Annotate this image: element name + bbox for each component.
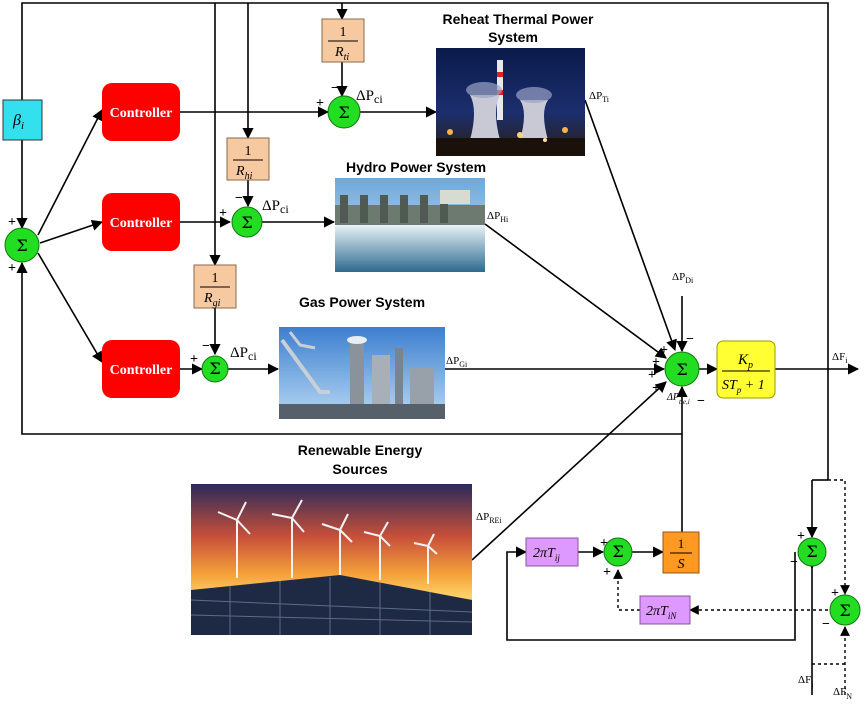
label-dpgi: ΔPGi [446,355,468,369]
controller-thermal-label: Controller [110,106,173,121]
beta-box [2,99,43,141]
signal-wires [16,2,860,695]
controller-thermal-box [102,83,180,141]
tie-gain-in-box [639,595,691,625]
droop-rhi-box [226,137,270,181]
gas-plant-image [279,327,445,419]
droop-rhi-den: Rhi [235,164,253,182]
label-dfi: ΔFi [832,351,848,365]
label-dfj: ΔFj [798,674,813,689]
sign-left-top: + [8,215,16,230]
label-dpci-hydro: ΔPci [262,198,289,216]
sum-gas: Σ [201,355,229,383]
sign-freq-n-plus: + [831,586,839,601]
sign-tie-plus1: + [600,536,608,551]
label-dptie: ΔPtie,i [666,392,690,406]
integrator-block: 1 S [662,531,700,574]
label-dpti: ΔPTi [589,90,610,104]
sum-left-symbol: Σ [16,236,27,255]
droop-rgi-den: Rgi [203,291,221,309]
power-system-transfer-block: Kp STp + 1 [716,340,776,399]
sign-thermal-minus: − [331,81,339,96]
controller-hydro: Controller [102,193,180,251]
transfer-denominator: STp + 1 [722,378,765,395]
sign-freq-n-minus: − [822,617,830,632]
sum-freq-j: Σ [797,537,827,567]
sum-tie: Σ [603,537,633,567]
sum-signs: + + + − + − + − + + + + − − + + + − + − [8,81,839,632]
integrator-num: 1 [678,536,685,551]
transfer-numerator: Kp [737,352,753,371]
sign-main-tie-minus: − [697,394,705,409]
sign-main-minus: − [686,332,694,347]
sum-gas-symbol: Σ [209,359,220,378]
sum-main: Σ [664,351,700,387]
sum-freq-n: Σ [829,594,861,626]
thermal-title-line1: Reheat Thermal Power [443,11,594,27]
droop-rti-den: Rti [334,45,349,63]
controller-thermal: Controller [102,83,180,141]
beta-block: βi [2,99,43,141]
renewable-image [190,484,473,635]
sign-thermal-plus: + [316,96,324,111]
sum-thermal: Σ [327,95,361,129]
controller-gas-label: Controller [110,363,173,378]
sum-freq-j-symbol: Σ [806,542,817,561]
transfer-box [716,340,776,399]
sign-gas-minus: − [202,339,210,354]
controller-hydro-box [102,193,180,251]
sign-gas-plus: + [190,352,198,367]
tie-gain-ij-label: 2πTij [533,546,560,563]
droop-rhi-num: 1 [245,144,252,159]
integrator-den: S [678,557,685,572]
sum-main-symbol: Σ [676,360,687,379]
beta-symbol: βi [12,112,24,132]
hydro-title: Hydro Power System [346,159,486,175]
sum-tie-symbol: Σ [612,542,623,561]
droop-rti: 1 Rti [321,18,365,63]
controller-gas-box [102,340,180,398]
sign-tie-plus2: + [603,565,611,580]
droop-rhi: 1 Rhi [226,137,270,182]
label-dprei: ΔPREi [476,511,502,525]
tie-gain-ij-block: 2πTij [525,537,579,567]
thermal-plant-image [436,48,585,156]
sum-hydro: Σ [231,206,263,238]
label-dfn: ΔFN [833,686,852,701]
sum-hydro-symbol: Σ [241,213,252,232]
label-dpci-gas: ΔPci [230,345,257,363]
tie-gain-ij-box [525,537,579,567]
sign-hydro-plus: + [219,206,227,221]
sign-main-3: + [648,368,656,383]
droop-rgi: 1 Rgi [193,264,237,309]
renewable-title-line1: Renewable Energy [298,442,423,458]
controller-hydro-label: Controller [110,216,173,231]
tie-gain-in-label: 2πTiN [646,604,677,621]
sign-main-4: + [652,381,660,396]
sign-freq-j-minus: − [790,555,798,570]
label-dpdi: ΔPDi [672,271,694,285]
sign-hydro-minus: − [235,191,243,206]
droop-rgi-num: 1 [212,271,219,286]
controller-gas: Controller [102,340,180,398]
sum-left: Σ [4,227,40,263]
thermal-title-line2: System [488,29,538,45]
tie-gain-in-block: 2πTiN [639,595,691,625]
sum-thermal-symbol: Σ [338,103,349,122]
sign-left-bottom: + [8,261,16,276]
sign-main-2: + [652,355,660,370]
label-dpci-thermal: ΔPci [356,88,383,106]
renewable-title-line2: Sources [332,461,387,477]
gas-title: Gas Power System [299,294,425,310]
sum-freq-n-symbol: Σ [839,601,850,620]
sign-freq-j-plus: + [797,529,805,544]
label-dphi: ΔPHi [487,210,509,224]
sign-main-1: + [660,343,668,358]
droop-rti-num: 1 [340,25,347,40]
hydro-plant-image [335,178,485,272]
